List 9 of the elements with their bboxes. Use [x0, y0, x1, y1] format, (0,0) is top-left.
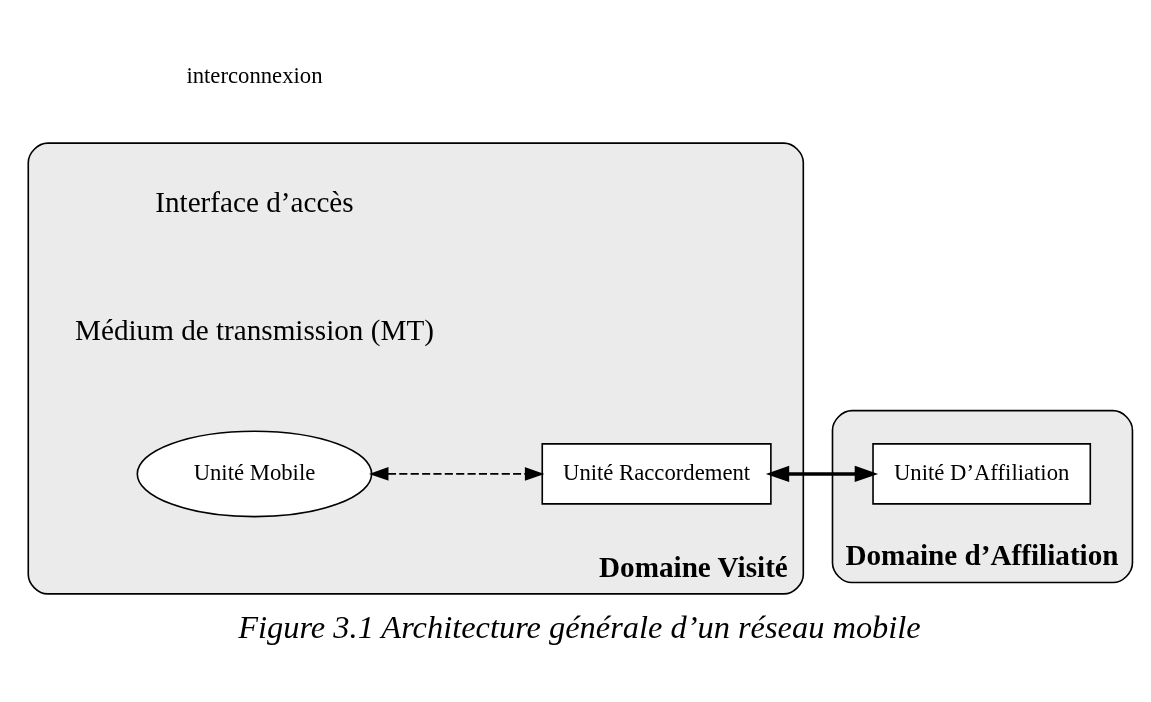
label: interconnexion — [186, 62, 323, 88]
arrow — [369, 466, 545, 481]
node-ellipse: Unité Mobile — [136, 429, 373, 517]
node-box: Unité Raccordement — [541, 442, 772, 505]
label: Interface d’accès — [155, 185, 354, 218]
arrow — [765, 465, 879, 482]
label: Médium de transmission (MT) — [74, 313, 434, 346]
node-box: Unité D’Affiliation — [872, 442, 1092, 505]
caption: Figure 3.1 Architecture générale d’un réseau mobile — [238, 608, 921, 645]
